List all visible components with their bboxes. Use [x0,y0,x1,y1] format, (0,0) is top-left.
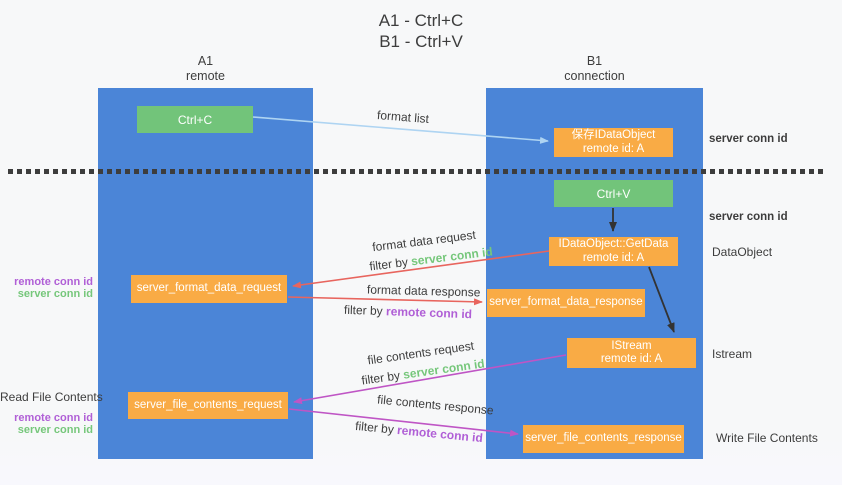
remote-conn-id-text: remote conn id [385,304,473,322]
node-save-idataobject-line1: 保存IDataObject [571,129,656,141]
remote-conn-id-text: remote conn id [396,422,484,446]
write-file-contents-label: Write File Contents [716,431,818,445]
node-ctrl-c: Ctrl+C [137,106,253,133]
node-idataobject-getdata: IDataObject::GetData remote id: A [549,237,678,266]
title-line-a1: A1 - Ctrl+C [378,11,464,30]
lifeline-b1-name: B1 [586,54,603,68]
remote-conn-id-side-label: remote conn id [14,276,93,288]
file-contents-response-filter-label: filter by remote conn id [355,419,484,445]
left-conn-id-labels-mid: remote conn id server conn id [0,276,93,300]
remote-conn-id-side-label: remote conn id [14,412,93,424]
format-data-response-label: format data response [366,282,481,300]
node-istream-line1: IStream [611,339,652,352]
lifeline-a1-header: A1 remote [98,54,313,83]
lifeline-a1-role: remote [186,68,225,83]
lifeline-b1-role: connection [564,68,625,83]
node-server-file-contents-request-label: server_file_contents_request [134,398,282,411]
node-server-format-data-request: server_format_data_request [131,275,287,303]
node-server-format-data-response: server_format_data_response [487,289,645,317]
node-save-idataobject-line2: remote id: A [582,142,645,155]
format-list-label: format list [376,107,430,127]
node-server-format-data-response-label: server_format_data_response [489,296,643,309]
server-conn-id-side-label-top: server conn id [709,133,788,145]
node-server-file-contents-response: server_file_contents_response [523,425,684,453]
server-conn-id-side-label: server conn id [17,288,93,300]
filter-by-text: filter by [354,418,395,437]
node-server-file-contents-response-label: server_file_contents_response [525,432,682,445]
format-data-response-filter-label: filter by remote conn id [344,303,472,321]
istream-side-label: Istream [712,347,753,361]
server-conn-id-side-label-mid: server conn id [709,211,788,223]
file-contents-response-label: file contents response [376,392,495,418]
node-ctrl-v: Ctrl+V [554,180,673,207]
node-istream-line2: remote id: A [600,353,663,365]
node-idataobject-getdata-line2: remote id: A [582,251,645,264]
filter-by-text: filter by [343,302,383,319]
title-line-b1: B1 - Ctrl+V [379,32,463,51]
node-save-idataobject: 保存IDataObject remote id: A [554,128,673,157]
server-conn-id-side-label: server conn id [17,424,93,436]
node-istream: IStream remote id: A [567,338,696,368]
left-labels-bottom: Read File Contents remote conn id server… [0,390,103,436]
lifeline-a1-name: A1 [197,54,214,68]
node-ctrl-v-label: Ctrl+V [596,186,631,201]
filter-by-text: filter by [368,254,409,274]
diagram-title: A1 - Ctrl+C B1 - Ctrl+V [0,10,842,52]
read-file-contents-label: Read File Contents [0,390,103,404]
node-ctrl-c-label: Ctrl+C [177,112,213,127]
node-idataobject-getdata-line1: IDataObject::GetData [558,238,669,250]
filter-by-text: filter by [360,368,401,388]
dataobject-side-label: DataObject [712,245,773,259]
node-server-format-data-request-label: server_format_data_request [136,282,282,295]
node-server-file-contents-request: server_file_contents_request [128,392,288,419]
lifeline-b1-header: B1 connection [486,54,703,83]
